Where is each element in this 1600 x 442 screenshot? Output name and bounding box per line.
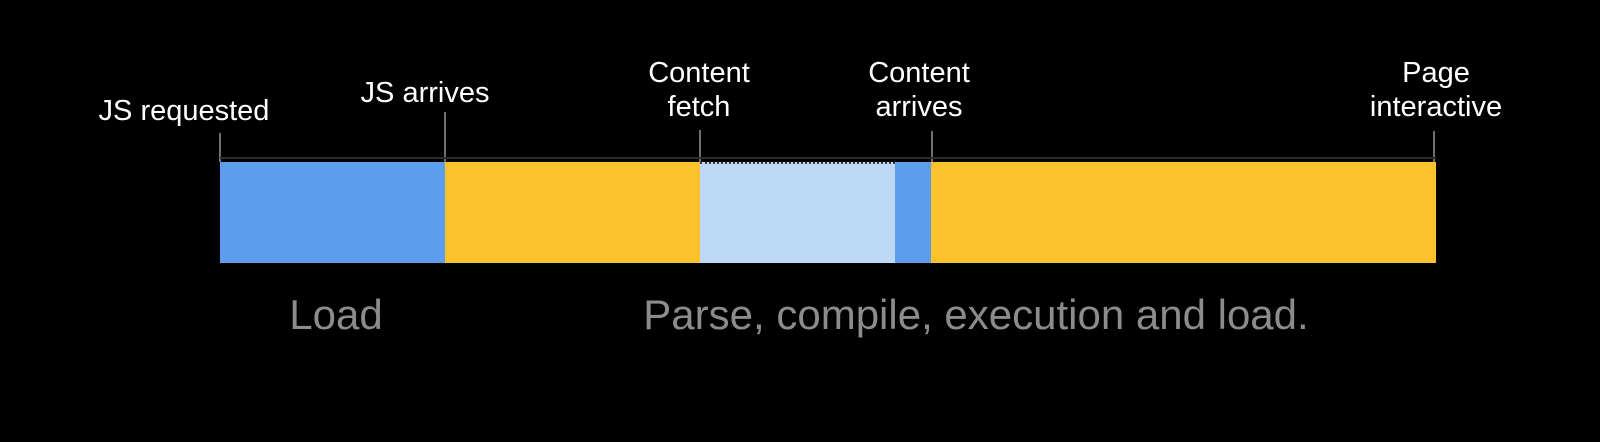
caption-parse-compile: Parse, compile, execution and load. <box>643 291 1309 338</box>
marker-label-line: JS requested <box>98 95 270 127</box>
marker-tick-content-fetch <box>699 130 701 162</box>
marker-label-line: Page <box>1402 57 1470 89</box>
marker-label-line: arrives <box>875 91 963 123</box>
segment-js-download <box>220 162 445 263</box>
marker-label-line: JS arrives <box>360 77 490 109</box>
marker-label-line: fetch <box>667 91 731 123</box>
marker-tick-content-arrives <box>931 131 933 162</box>
marker-label-line: Content <box>648 57 750 89</box>
caption-load: Load <box>289 291 383 338</box>
marker-label-js-requested: JS requested <box>99 94 270 128</box>
segment-content-fetch-span <box>700 162 895 263</box>
segment-js-parse <box>445 162 700 263</box>
segment-content-arrival <box>895 162 931 263</box>
marker-tick-js-arrives <box>444 112 446 162</box>
marker-tick-js-requested <box>219 133 221 162</box>
marker-tick-page-interactive <box>1433 131 1435 162</box>
timeline-bar <box>220 162 1436 263</box>
marker-label-line: Content <box>868 57 970 89</box>
marker-label-line: interactive <box>1369 91 1503 123</box>
bar-top-edge-line <box>220 157 1436 159</box>
segment-execution-load <box>931 162 1436 263</box>
marker-label-js-arrives: JS arrives <box>361 76 490 110</box>
